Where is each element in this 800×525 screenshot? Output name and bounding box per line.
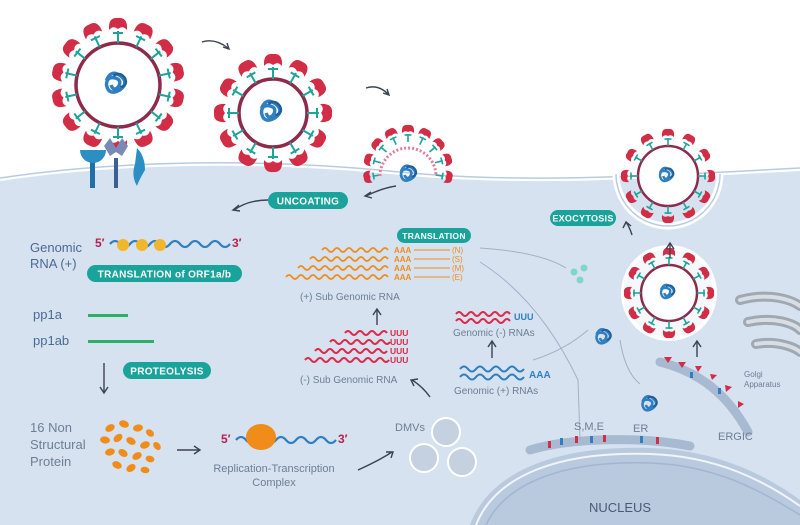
rtc-line2: Complex (252, 477, 296, 489)
arrows (99, 40, 702, 471)
proteolysis-label: PROTEOLYSIS (130, 367, 204, 378)
genomic-rna-strand (109, 239, 231, 249)
spike-protein (212, 102, 240, 124)
exocytosis-label: EXOCYTOSIS (552, 214, 613, 224)
neg-sg-tail-2: UUU (390, 337, 408, 347)
dmvs-label: DMVs (395, 422, 425, 434)
neg-sg-tail-1: UUU (390, 328, 408, 338)
genomic-rna-line2: RNA (+) (30, 256, 77, 271)
pos-subgenomic-label: (+) Sub Genomic RNA (300, 292, 400, 303)
golgi-label-line1: Golgi (744, 370, 763, 379)
spike-protein (401, 124, 415, 143)
spike-protein (424, 135, 448, 158)
neg-sg-tail-3: UUU (390, 346, 408, 356)
translation-pill: TRANSLATION (397, 228, 471, 243)
genomic-pos-label: Genomic (+) RNAs (454, 386, 538, 397)
nsp-line3: Protein (30, 454, 71, 469)
nsp-line2: Structural (30, 437, 86, 452)
pos-sg-tail-2: AAA (394, 255, 412, 264)
ergic (655, 357, 753, 437)
translation-orf-label: TRANSLATION of ORF1a/b (98, 270, 232, 281)
pos-subgenomic-strands (285, 247, 389, 280)
golgi-apparatus (735, 291, 800, 357)
uncoating-pill: UNCOATING (268, 192, 348, 209)
rtc-complex (246, 424, 276, 450)
golgi-label-line2: Apparatus (744, 380, 780, 389)
genomic-neg-label: Genomic (-) RNAs (453, 328, 535, 339)
dmvs (409, 417, 477, 477)
neg-sg-tail-4: UUU (390, 355, 408, 365)
host-receptors (80, 138, 145, 188)
virion-vesicle (621, 245, 717, 341)
spike-protein (661, 128, 675, 147)
er-proteins (548, 435, 659, 448)
pp1a-label: pp1a (33, 307, 63, 322)
spike-protein (306, 102, 334, 124)
protein-m: (M) (452, 264, 464, 273)
uncoating-label: UNCOATING (277, 197, 340, 208)
proteolysis-pill: PROTEOLYSIS (123, 362, 211, 379)
ergic-proteins (664, 357, 744, 408)
sme-label: S,M,E (574, 421, 604, 433)
spike-protein (368, 135, 392, 158)
protein-n: (N) (452, 246, 463, 255)
cell-body (0, 162, 800, 525)
virion-exocytosis (612, 128, 724, 230)
genomic-pos-strands (459, 365, 525, 381)
genomic-rna-line1: Genomic (30, 240, 83, 255)
rtc-3prime: 3′ (338, 432, 348, 446)
thin-arrows (479, 247, 641, 441)
pos-sg-tail-4: AAA (394, 273, 412, 282)
genomic-5prime: 5′ (95, 236, 105, 250)
pp1ab-label: pp1ab (33, 333, 69, 348)
genomic-3prime: 3′ (232, 236, 242, 250)
er-membrane (525, 435, 695, 455)
neg-subgenomic-label: (-) Sub Genomic RNA (300, 375, 398, 386)
spike-protein (107, 16, 129, 44)
ergic-label: ERGIC (718, 431, 753, 443)
pos-sg-tail-3: AAA (394, 264, 412, 273)
pp1a-bar (88, 314, 128, 317)
spike-protein (262, 146, 284, 174)
protein-arrows (414, 249, 450, 278)
nsp-cluster (100, 420, 161, 474)
protein-e: (E) (452, 273, 463, 282)
nsp-line1: 16 Non (30, 420, 72, 435)
nucleus-label: NUCLEUS (589, 500, 651, 515)
spike-protein (432, 151, 454, 170)
virion-medium (212, 52, 334, 174)
n-protein-dots (570, 264, 588, 284)
ribosomes (117, 239, 166, 251)
rtc-line1: Replication-Transcription (213, 463, 334, 475)
spike-protein (382, 125, 403, 149)
neg-subgenomic-strands (304, 330, 391, 363)
er-label: ER (633, 423, 648, 435)
protein-s: (S) (452, 255, 463, 264)
translation-orf-pill: TRANSLATION of ORF1a/b (87, 265, 242, 282)
spike-protein (262, 52, 284, 80)
translation-label: TRANSLATION (402, 231, 466, 241)
genomic-neg-strands (455, 311, 511, 324)
spike-protein (413, 125, 434, 149)
genomic-neg-tail: UUU (514, 312, 534, 322)
nucleus (470, 447, 800, 525)
genomic-pos-tail: AAA (529, 370, 551, 381)
virion-entering (361, 124, 455, 185)
rtc-5prime: 5′ (221, 432, 231, 446)
virion-large (49, 16, 187, 154)
pp1ab-bar (88, 340, 154, 343)
pos-sg-tail-1: AAA (394, 246, 412, 255)
exocytosis-pill: EXOCYTOSIS (550, 210, 616, 226)
